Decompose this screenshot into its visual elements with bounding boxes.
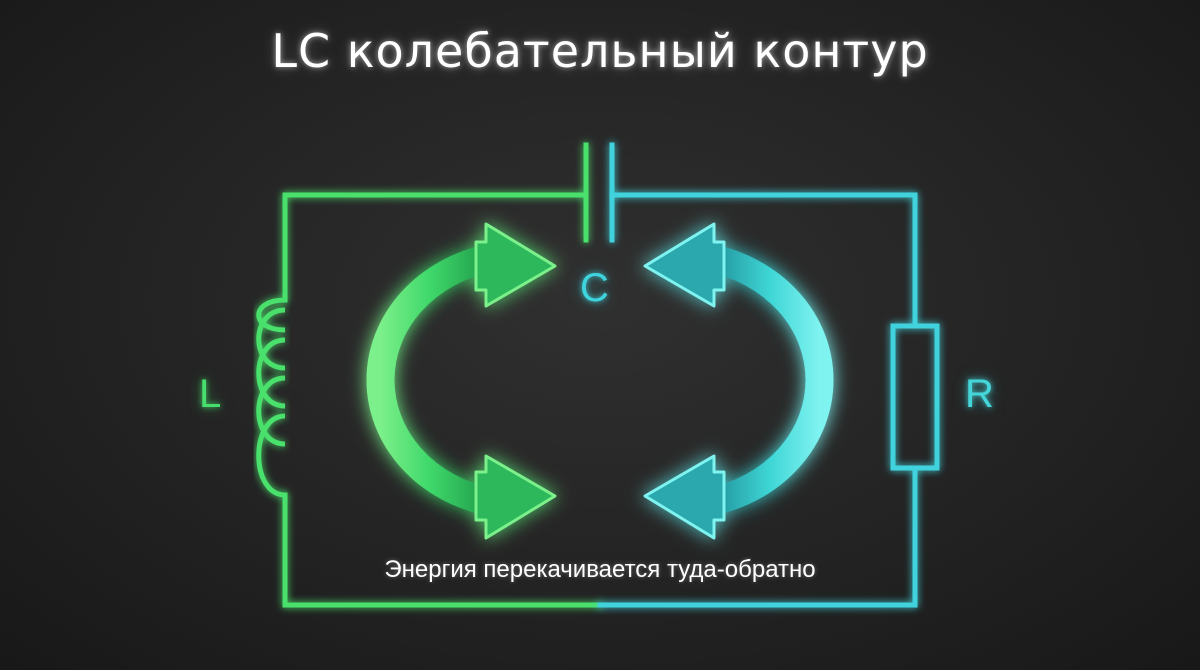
- cyan-arrowhead-top: [643, 222, 726, 308]
- green-arrows: [366, 222, 557, 540]
- cyan-arrows: [643, 222, 834, 540]
- capacitor-label: C: [580, 266, 609, 310]
- energy-caption: Энергия перекачивается туда-обратно: [384, 556, 816, 583]
- inductor-label: L: [199, 372, 222, 416]
- resistor-label: R: [965, 372, 994, 416]
- resistor-body: [890, 323, 940, 471]
- green-arrowhead-top: [474, 222, 557, 308]
- inductor-coil: [256, 297, 286, 498]
- green-arrowhead-bottom: [474, 454, 557, 540]
- cyan-arrowhead-bottom: [643, 454, 726, 540]
- diagram-title: LC колебательный контур: [271, 24, 929, 78]
